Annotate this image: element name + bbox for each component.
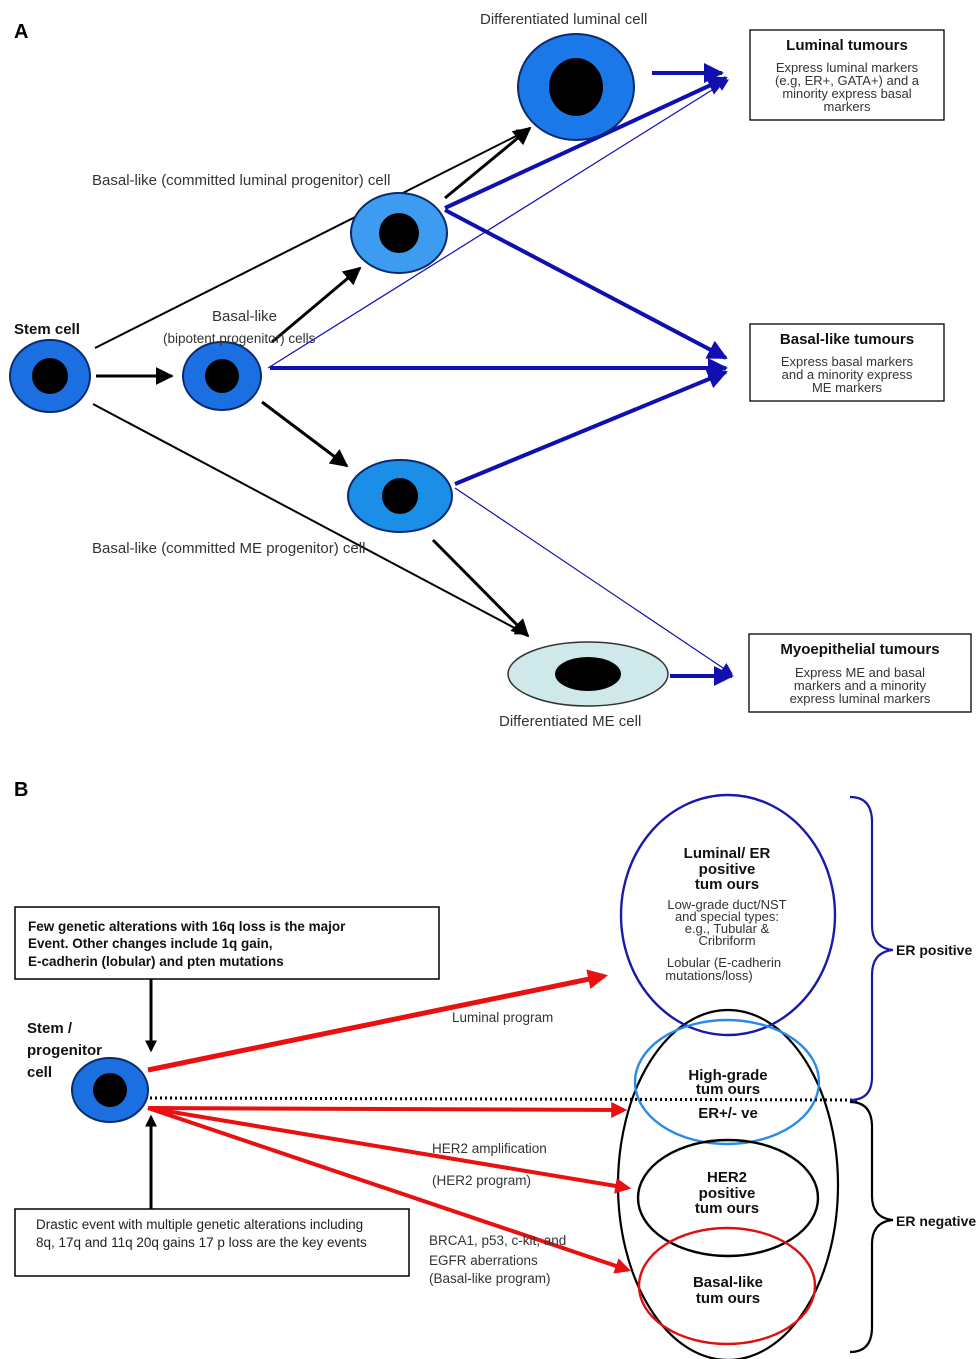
arrow-her2-program: [147, 1106, 632, 1194]
cell-bipotent: [182, 341, 262, 411]
arrow-bipotent-to-luminal-prog: [271, 266, 362, 344]
box-luminal-line: minority express basal: [782, 86, 911, 101]
top-note-line: E-cadherin (lobular) and pten mutations: [28, 954, 284, 969]
luminal-title-line: positive: [699, 861, 756, 878]
basal-program-label: EGFR aberrations: [429, 1253, 538, 1268]
stem-label-line: progenitor: [27, 1042, 102, 1059]
luminal-program-label: Luminal program: [452, 1010, 553, 1025]
diff-me-label: Differentiated ME cell: [499, 713, 641, 730]
stem-label-line: cell: [27, 1064, 52, 1081]
diff-luminal-label: Differentiated luminal cell: [480, 11, 647, 28]
arrow-stem-to-luminal: [94, 129, 530, 349]
arrow-high-grade: [147, 1101, 628, 1118]
arrow-basal-program: [147, 1106, 632, 1274]
arrow-luminal-program: [147, 969, 608, 1073]
arrow-lum-prog-to-luminal-tumour: [444, 76, 728, 210]
box-myo-title: Myoepithelial tumours: [780, 641, 939, 658]
panel-a: A: [9, 11, 972, 730]
top-note-line: Few genetic alterations with 16q loss is…: [28, 919, 346, 934]
box-luminal-line: Express luminal markers: [776, 60, 919, 75]
top-note-box: Few genetic alterations with 16q loss is…: [14, 906, 440, 980]
basal-ellipse: [637, 1226, 817, 1346]
her2-line: HER2: [707, 1169, 747, 1186]
panel-a-letter: A: [14, 21, 28, 43]
luminal-body-line: e.g., Tubular &: [685, 921, 770, 936]
luminal-body-line: Lobular (E-cadherin: [667, 955, 781, 970]
basal-program-label: (Basal-like program): [429, 1271, 551, 1286]
box-basal-tumours: Basal-like tumours Express basal markers…: [749, 323, 945, 402]
arrow-bipotent-to-luminal-thin: [267, 79, 730, 369]
luminal-body-line: and special types:: [675, 909, 779, 924]
arrow-luminal-prog-to-diff: [444, 126, 532, 200]
stem-cell-label: Stem cell: [14, 321, 80, 338]
arrow-lum-prog-to-basal-tumour: [444, 208, 728, 360]
box-myo-line: express luminal markers: [790, 691, 931, 706]
box-myoepithelial-tumours: Myoepithelial tumours Express ME and bas…: [748, 633, 972, 713]
er-negative-label: ER negative: [896, 1213, 976, 1229]
box-basal-title: Basal-like tumours: [780, 331, 914, 348]
program-arrows: [147, 969, 632, 1274]
high-grade-line: tum ours: [696, 1081, 760, 1098]
er-mixed-label: ER+/- ve: [698, 1105, 758, 1122]
me-progenitor-label: Basal-like (committed ME progenitor) cel…: [92, 540, 365, 557]
basal-line: Basal-like: [693, 1274, 763, 1291]
cell-diff-me: [507, 641, 669, 707]
box-basal-line: ME markers: [812, 380, 883, 395]
box-basal-line: and a minority express: [782, 367, 913, 382]
stem-label-line: Stem /: [27, 1020, 73, 1037]
box-myo-line: markers and a minority: [794, 678, 927, 693]
arrow-me-prog-to-basal: [454, 369, 728, 486]
arrow-bipotent-to-me-prog: [261, 400, 349, 468]
arrow-stem-to-me: [92, 403, 528, 635]
high-grade-line: High-grade: [688, 1067, 767, 1084]
box-luminal-line: (e.g, ER+, GATA+) and a: [775, 73, 920, 88]
lineage-arrows: [92, 126, 532, 638]
panel-b: B Few genetic alterations with 16q loss …: [14, 779, 976, 1359]
luminal-body-line: Cribriform: [698, 933, 755, 948]
panel-b-letter: B: [14, 779, 28, 801]
box-basal-line: Express basal markers: [781, 354, 914, 369]
cell-diff-luminal: [517, 33, 635, 141]
her2-line: tum ours: [695, 1200, 759, 1217]
bipotent-label-2: (bipotent progenitor) cells: [163, 331, 316, 346]
cell-me-progenitor: [347, 459, 453, 533]
luminal-progenitor-label: Basal-like (committed luminal progenitor…: [92, 172, 390, 189]
box-myo-line: Express ME and basal: [795, 665, 925, 680]
arrow-me-prog-to-diff: [431, 538, 530, 638]
box-luminal-line: markers: [824, 99, 871, 114]
luminal-title-line: tum ours: [695, 876, 759, 893]
high-grade-ellipse: [633, 1018, 821, 1146]
her2-line: positive: [699, 1185, 756, 1202]
basal-program-label: BRCA1, p53, c-kit, and: [429, 1233, 566, 1248]
bottom-note-line: 8q, 17q and 11q 20q gains 17 p loss are …: [36, 1235, 367, 1250]
tumour-arrows: [267, 63, 734, 686]
luminal-ellipse: [619, 793, 837, 1037]
her2-program-label: (HER2 program): [432, 1173, 531, 1188]
er-negative-brace: [849, 1100, 894, 1354]
bottom-note-box: Drastic event with multiple genetic alte…: [14, 1208, 410, 1277]
box-luminal-title: Luminal tumours: [786, 37, 908, 54]
cell-stem-progenitor: [71, 1057, 149, 1123]
luminal-body-line: Low-grade duct/NST: [667, 897, 786, 912]
er-positive-label: ER positive: [896, 942, 972, 958]
her2-amplification-label: HER2 amplification: [432, 1141, 547, 1156]
luminal-body-line: mutations/loss): [665, 968, 752, 983]
bottom-note-line: Drastic event with multiple genetic alte…: [36, 1217, 363, 1232]
er-divide-line: [149, 1096, 861, 1102]
her2-ellipse: [636, 1138, 820, 1258]
luminal-title-line: Luminal/ ER: [684, 845, 771, 862]
bipotent-label-1: Basal-like: [212, 308, 277, 325]
basal-line: tum ours: [696, 1290, 760, 1307]
cell-stem: [9, 339, 91, 413]
arrow-me-prog-to-myo-thin: [454, 487, 733, 675]
er-positive-brace: [849, 795, 894, 1102]
box-luminal-tumours: Luminal tumours Express luminal markers …: [749, 29, 945, 121]
cell-luminal-progenitor: [350, 192, 448, 274]
top-note-line: Event. Other changes include 1q gain,: [28, 936, 273, 951]
